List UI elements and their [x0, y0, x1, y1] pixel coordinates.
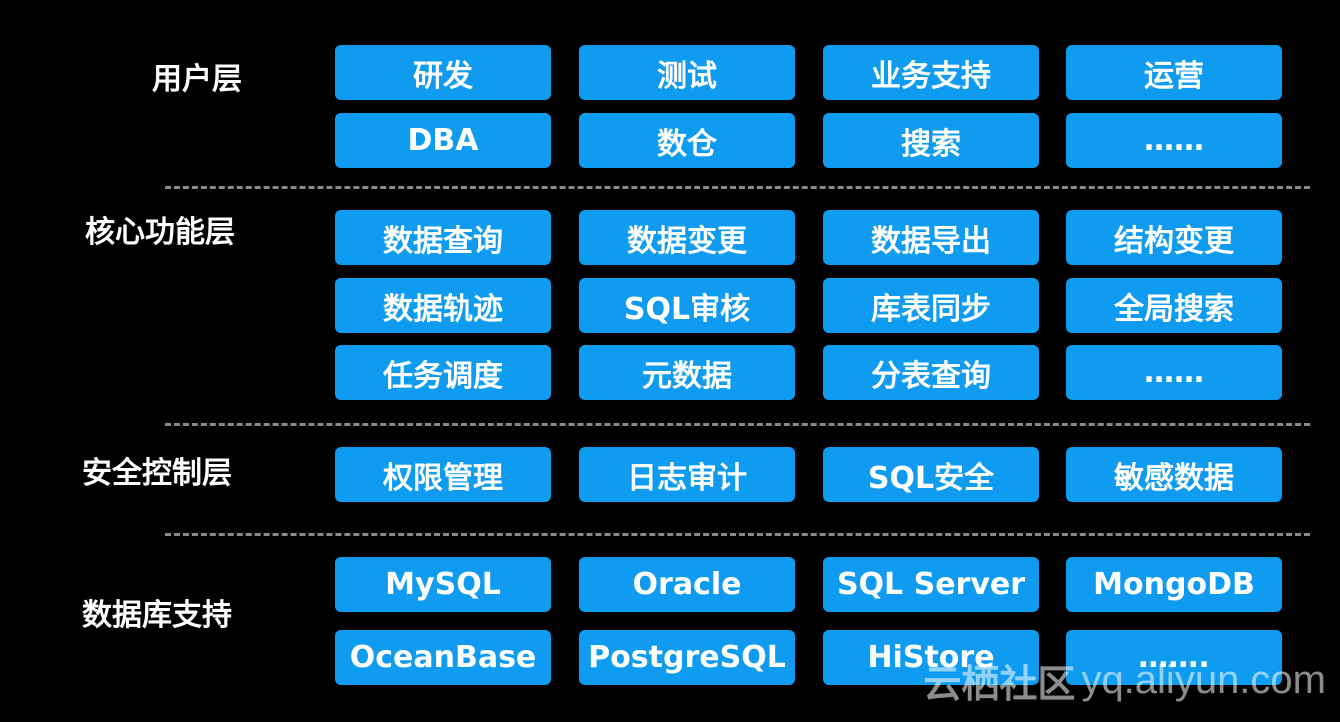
module-box: 研发 [335, 45, 551, 100]
module-box: 数仓 [579, 113, 795, 168]
module-box: 数据导出 [823, 210, 1039, 265]
layer-label-database-support: 数据库支持 [82, 598, 232, 633]
module-box: 测试 [579, 45, 795, 100]
module-box: Oracle [579, 557, 795, 612]
watermark-url: yq.aliyun.com [1081, 657, 1326, 702]
module-box: 数据查询 [335, 210, 551, 265]
module-box: 库表同步 [823, 278, 1039, 333]
module-box: HiStore [823, 630, 1039, 685]
module-box: …… [1066, 113, 1282, 168]
module-box: 运营 [1066, 45, 1282, 100]
module-box: PostgreSQL [579, 630, 795, 685]
module-box: SQL Server [823, 557, 1039, 612]
module-box: 全局搜索 [1066, 278, 1282, 333]
module-box: DBA [335, 113, 551, 168]
module-box: 数据轨迹 [335, 278, 551, 333]
layer-label-core-function: 核心功能层 [85, 215, 235, 250]
module-box: 权限管理 [335, 447, 551, 502]
layer-label-user: 用户层 [152, 62, 242, 97]
module-box: 结构变更 [1066, 210, 1282, 265]
module-box: 元数据 [579, 345, 795, 400]
module-box: …… [1066, 345, 1282, 400]
module-box: MongoDB [1066, 557, 1282, 612]
layer-label-security-control: 安全控制层 [82, 456, 232, 491]
module-box: 业务支持 [823, 45, 1039, 100]
layer-separator [165, 186, 1310, 189]
module-box: SQL安全 [823, 447, 1039, 502]
layer-separator [165, 423, 1310, 426]
module-box: 任务调度 [335, 345, 551, 400]
module-box: MySQL [335, 557, 551, 612]
watermark: 云栖社区 yq.aliyun.com [923, 652, 1326, 708]
module-box: ……. [1066, 630, 1282, 685]
module-box: 日志审计 [579, 447, 795, 502]
layer-separator [165, 533, 1310, 536]
module-box: 数据变更 [579, 210, 795, 265]
module-box: OceanBase [335, 630, 551, 685]
module-box: 敏感数据 [1066, 447, 1282, 502]
module-box: 分表查询 [823, 345, 1039, 400]
module-box: SQL审核 [579, 278, 795, 333]
watermark-cn: 云栖社区 [923, 661, 1076, 706]
module-box: 搜索 [823, 113, 1039, 168]
